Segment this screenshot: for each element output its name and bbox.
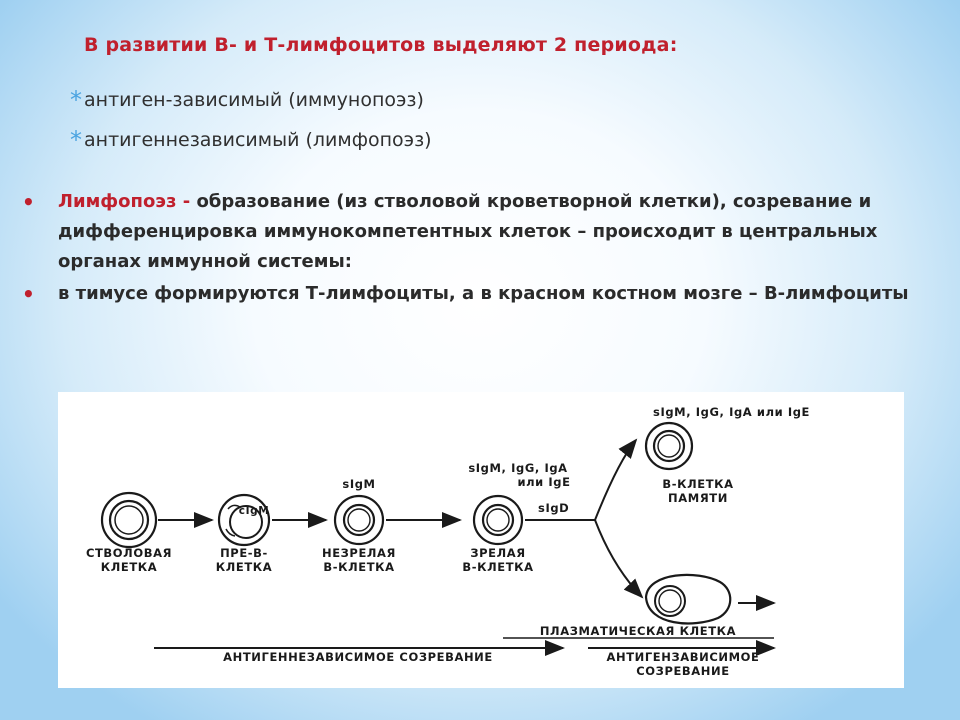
b-cell-maturation-diagram: СТВОЛОВАЯ КЛЕТКА cIgM ПРЕ-В- КЛЕТКА sIgM… [58, 392, 904, 688]
mature-b-cell-label: В-КЛЕТКА [462, 560, 533, 574]
bullet-lymphopoiesis: • Лимфопоэз - образование (из стволовой … [22, 187, 932, 277]
stem-cell-label: КЛЕТКА [101, 560, 158, 574]
bullet-thymus: • в тимусе формируются Т-лимфоциты, а в … [22, 279, 932, 309]
plasma-cell-icon [644, 573, 732, 625]
slide-title: В развитии В- и Т-лимфоцитов выделяют 2 … [84, 34, 678, 56]
memory-b-cell-label: В-КЛЕТКА [662, 477, 733, 491]
immature-marker: sIgM [342, 477, 375, 491]
memory-b-cell-icon [644, 421, 694, 471]
period-item-antigen-independent: *антигеннезависимый (лимфопоэз) [70, 126, 432, 154]
bullet-text: образование (из стволовой кроветворной к… [58, 191, 878, 272]
mature-marker: или IgE [517, 475, 570, 489]
arrow-to-plasma-cell [594, 519, 644, 599]
pre-b-cell-icon [217, 493, 271, 547]
asterisk-bullet-icon: * [70, 126, 82, 154]
antigen-independent-label: АНТИГЕННЕЗАВИСИМОЕ СОЗРЕВАНИЕ [223, 650, 493, 664]
stem-cell-icon [100, 491, 158, 549]
antigen-dependent-label: СОЗРЕВАНИЕ [636, 664, 729, 678]
pre-b-cell-label: ПРЕ-В- [220, 546, 268, 560]
asterisk-bullet-icon: * [70, 86, 82, 114]
memory-marker: sIgM, IgG, IgA или IgE [653, 405, 810, 419]
period-item-label: антигеннезависимый (лимфопоэз) [84, 129, 432, 151]
mature-marker: sIgM, IgG, IgA [468, 461, 567, 475]
pre-b-marker: cIgM [239, 505, 270, 517]
arrow-to-memory-cell [594, 438, 638, 521]
bullet-dot-icon: • [22, 282, 35, 306]
plasma-cell-label: ПЛАЗМАТИЧЕСКАЯ КЛЕТКА [540, 624, 736, 638]
period-item-antigen-dependent: *антиген-зависимый (иммунопоэз) [70, 86, 424, 114]
antigen-dependent-label: АНТИГЕНЗАВИСИМОЕ [606, 650, 759, 664]
immature-b-cell-label: НЕЗРЕЛАЯ [322, 546, 396, 560]
bullet-list: • Лимфопоэз - образование (из стволовой … [22, 187, 932, 309]
mature-b-cell-icon [472, 494, 524, 546]
mature-b-cell-label: ЗРЕЛАЯ [470, 546, 525, 560]
pre-b-cell-label: КЛЕТКА [216, 560, 273, 574]
bullet-text: в тимусе формируются Т-лимфоциты, а в кр… [58, 283, 909, 304]
immature-b-cell-icon [333, 494, 385, 546]
immature-b-cell-label: В-КЛЕТКА [323, 560, 394, 574]
memory-b-cell-label: ПАМЯТИ [668, 491, 728, 505]
diagram-svg: СТВОЛОВАЯ КЛЕТКА cIgM ПРЕ-В- КЛЕТКА sIgM… [86, 405, 810, 678]
bullet-dot-icon: • [22, 190, 35, 214]
mature-marker: sIgD [538, 501, 569, 515]
period-item-label: антиген-зависимый (иммунопоэз) [84, 89, 424, 111]
term-highlight: Лимфопоэз - [58, 191, 197, 212]
stem-cell-label: СТВОЛОВАЯ [86, 546, 172, 560]
